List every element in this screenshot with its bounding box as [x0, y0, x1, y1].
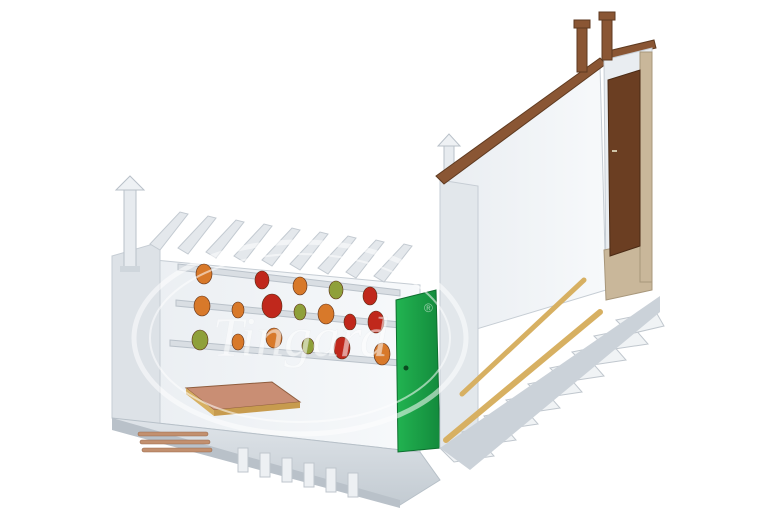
vegetable-crate [184, 381, 302, 416]
watermark-registered-mark: ® [424, 301, 433, 315]
watermark-text: Tingard [212, 307, 388, 369]
roof-ribs [149, 211, 413, 283]
floor-ribs [237, 447, 359, 498]
shelving-unit [169, 263, 401, 367]
door-handle-icon [612, 150, 617, 152]
green-partition-door [395, 289, 441, 453]
watermark: Tingard ® [131, 239, 469, 437]
handrail-lower [443, 309, 603, 443]
stone-edge [639, 51, 653, 283]
door-handle-icon [403, 365, 409, 371]
preserve-jars [191, 263, 391, 366]
chimney-pipe-icon [573, 19, 591, 73]
chimney-pipe-icon [598, 11, 616, 61]
handrail-upper [459, 277, 587, 397]
ventilation-pipe-icon [114, 175, 146, 272]
entrance-door [607, 69, 641, 257]
drainage-channels [137, 431, 213, 453]
entrance-structure [435, 39, 665, 470]
